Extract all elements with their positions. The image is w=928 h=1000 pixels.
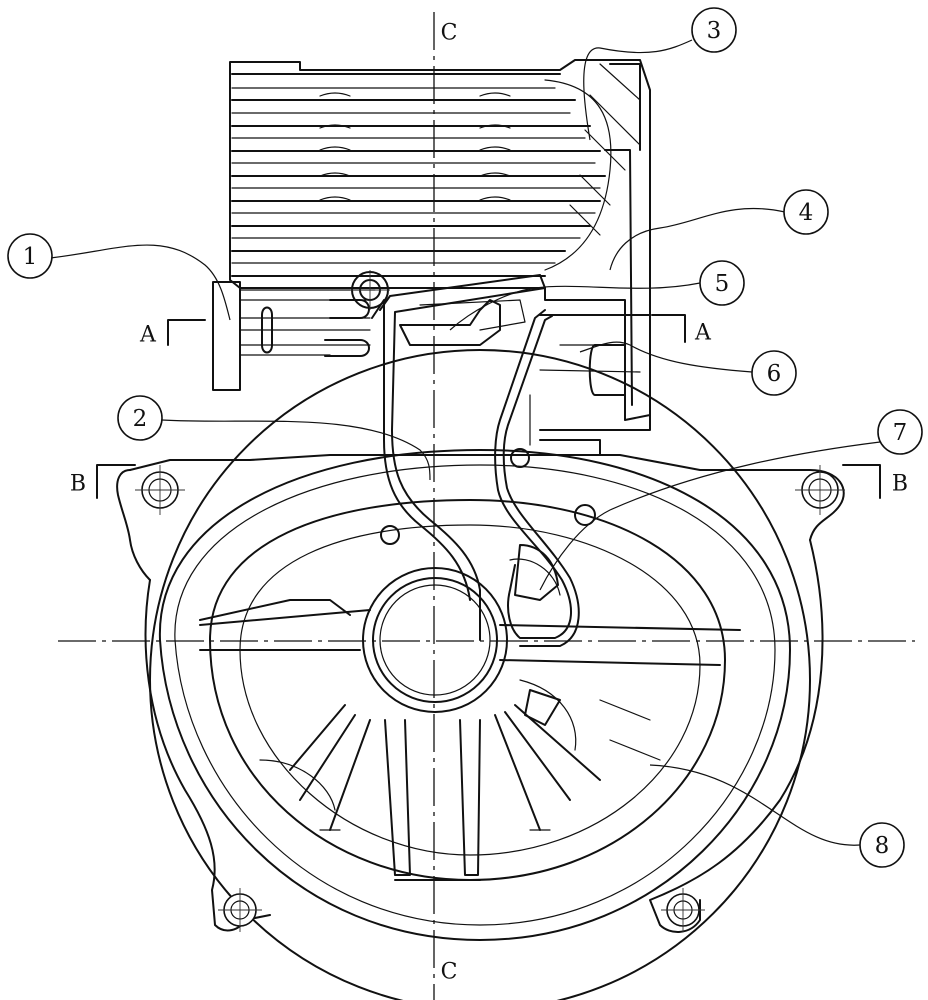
crankcase-body: [116, 349, 845, 1000]
svg-text:7: 7: [893, 420, 908, 446]
small-bolt-center: [380, 448, 596, 545]
crankshaft-bearing: [362, 567, 508, 713]
section-mark-a-left: A: [139, 319, 206, 348]
leader-4: [609, 207, 786, 271]
leader-5: [449, 282, 701, 331]
mounting-bolt-bottom-left: [218, 888, 262, 932]
svg-text:2: 2: [133, 406, 148, 432]
callout-8: 8: [859, 822, 905, 868]
svg-text:8: 8: [875, 833, 890, 859]
cylinder-bolt: [350, 270, 390, 310]
callout-1: 1: [7, 233, 53, 279]
svg-text:1: 1: [23, 244, 38, 270]
mounting-bolt-bottom-right: [661, 888, 705, 932]
callout-5: 5: [699, 260, 745, 306]
crankcase-outer-circle: [149, 349, 811, 1000]
mounting-bolt-right: [795, 465, 845, 515]
leader-1: [49, 244, 231, 321]
leader-6: [579, 341, 753, 373]
svg-text:5: 5: [715, 271, 730, 297]
section-mark-a-right: A: [651, 314, 712, 346]
leader-8: [649, 764, 861, 846]
svg-text:6: 6: [767, 361, 782, 387]
section-label-c-top: C: [441, 21, 458, 46]
section-label-c-bottom: C: [441, 960, 458, 985]
fan-ribs: [199, 599, 741, 881]
section-mark-b-left: B: [70, 464, 136, 499]
callout-6: 6: [751, 350, 797, 396]
section-label-b-left: B: [70, 472, 86, 497]
section-mark-b-right: B: [842, 464, 908, 499]
cylinder-cooling-fins: [229, 59, 651, 421]
callout-4: 4: [783, 189, 829, 235]
section-label-a-left: A: [139, 323, 157, 348]
leader-2: [161, 419, 431, 481]
callout-2: 2: [117, 395, 163, 441]
mounting-bolt-left: [135, 465, 185, 515]
svg-text:4: 4: [799, 200, 814, 226]
exhaust-port: [529, 314, 651, 456]
section-label-b-right: B: [892, 472, 908, 497]
svg-text:3: 3: [707, 18, 722, 44]
callout-3: 3: [691, 7, 737, 53]
intake-flange: [212, 281, 376, 391]
section-label-a-right: A: [694, 321, 712, 346]
leader-3: [583, 39, 693, 141]
scavenging-port: [399, 299, 526, 346]
callout-7: 7: [877, 409, 923, 455]
leader-7: [539, 441, 881, 591]
